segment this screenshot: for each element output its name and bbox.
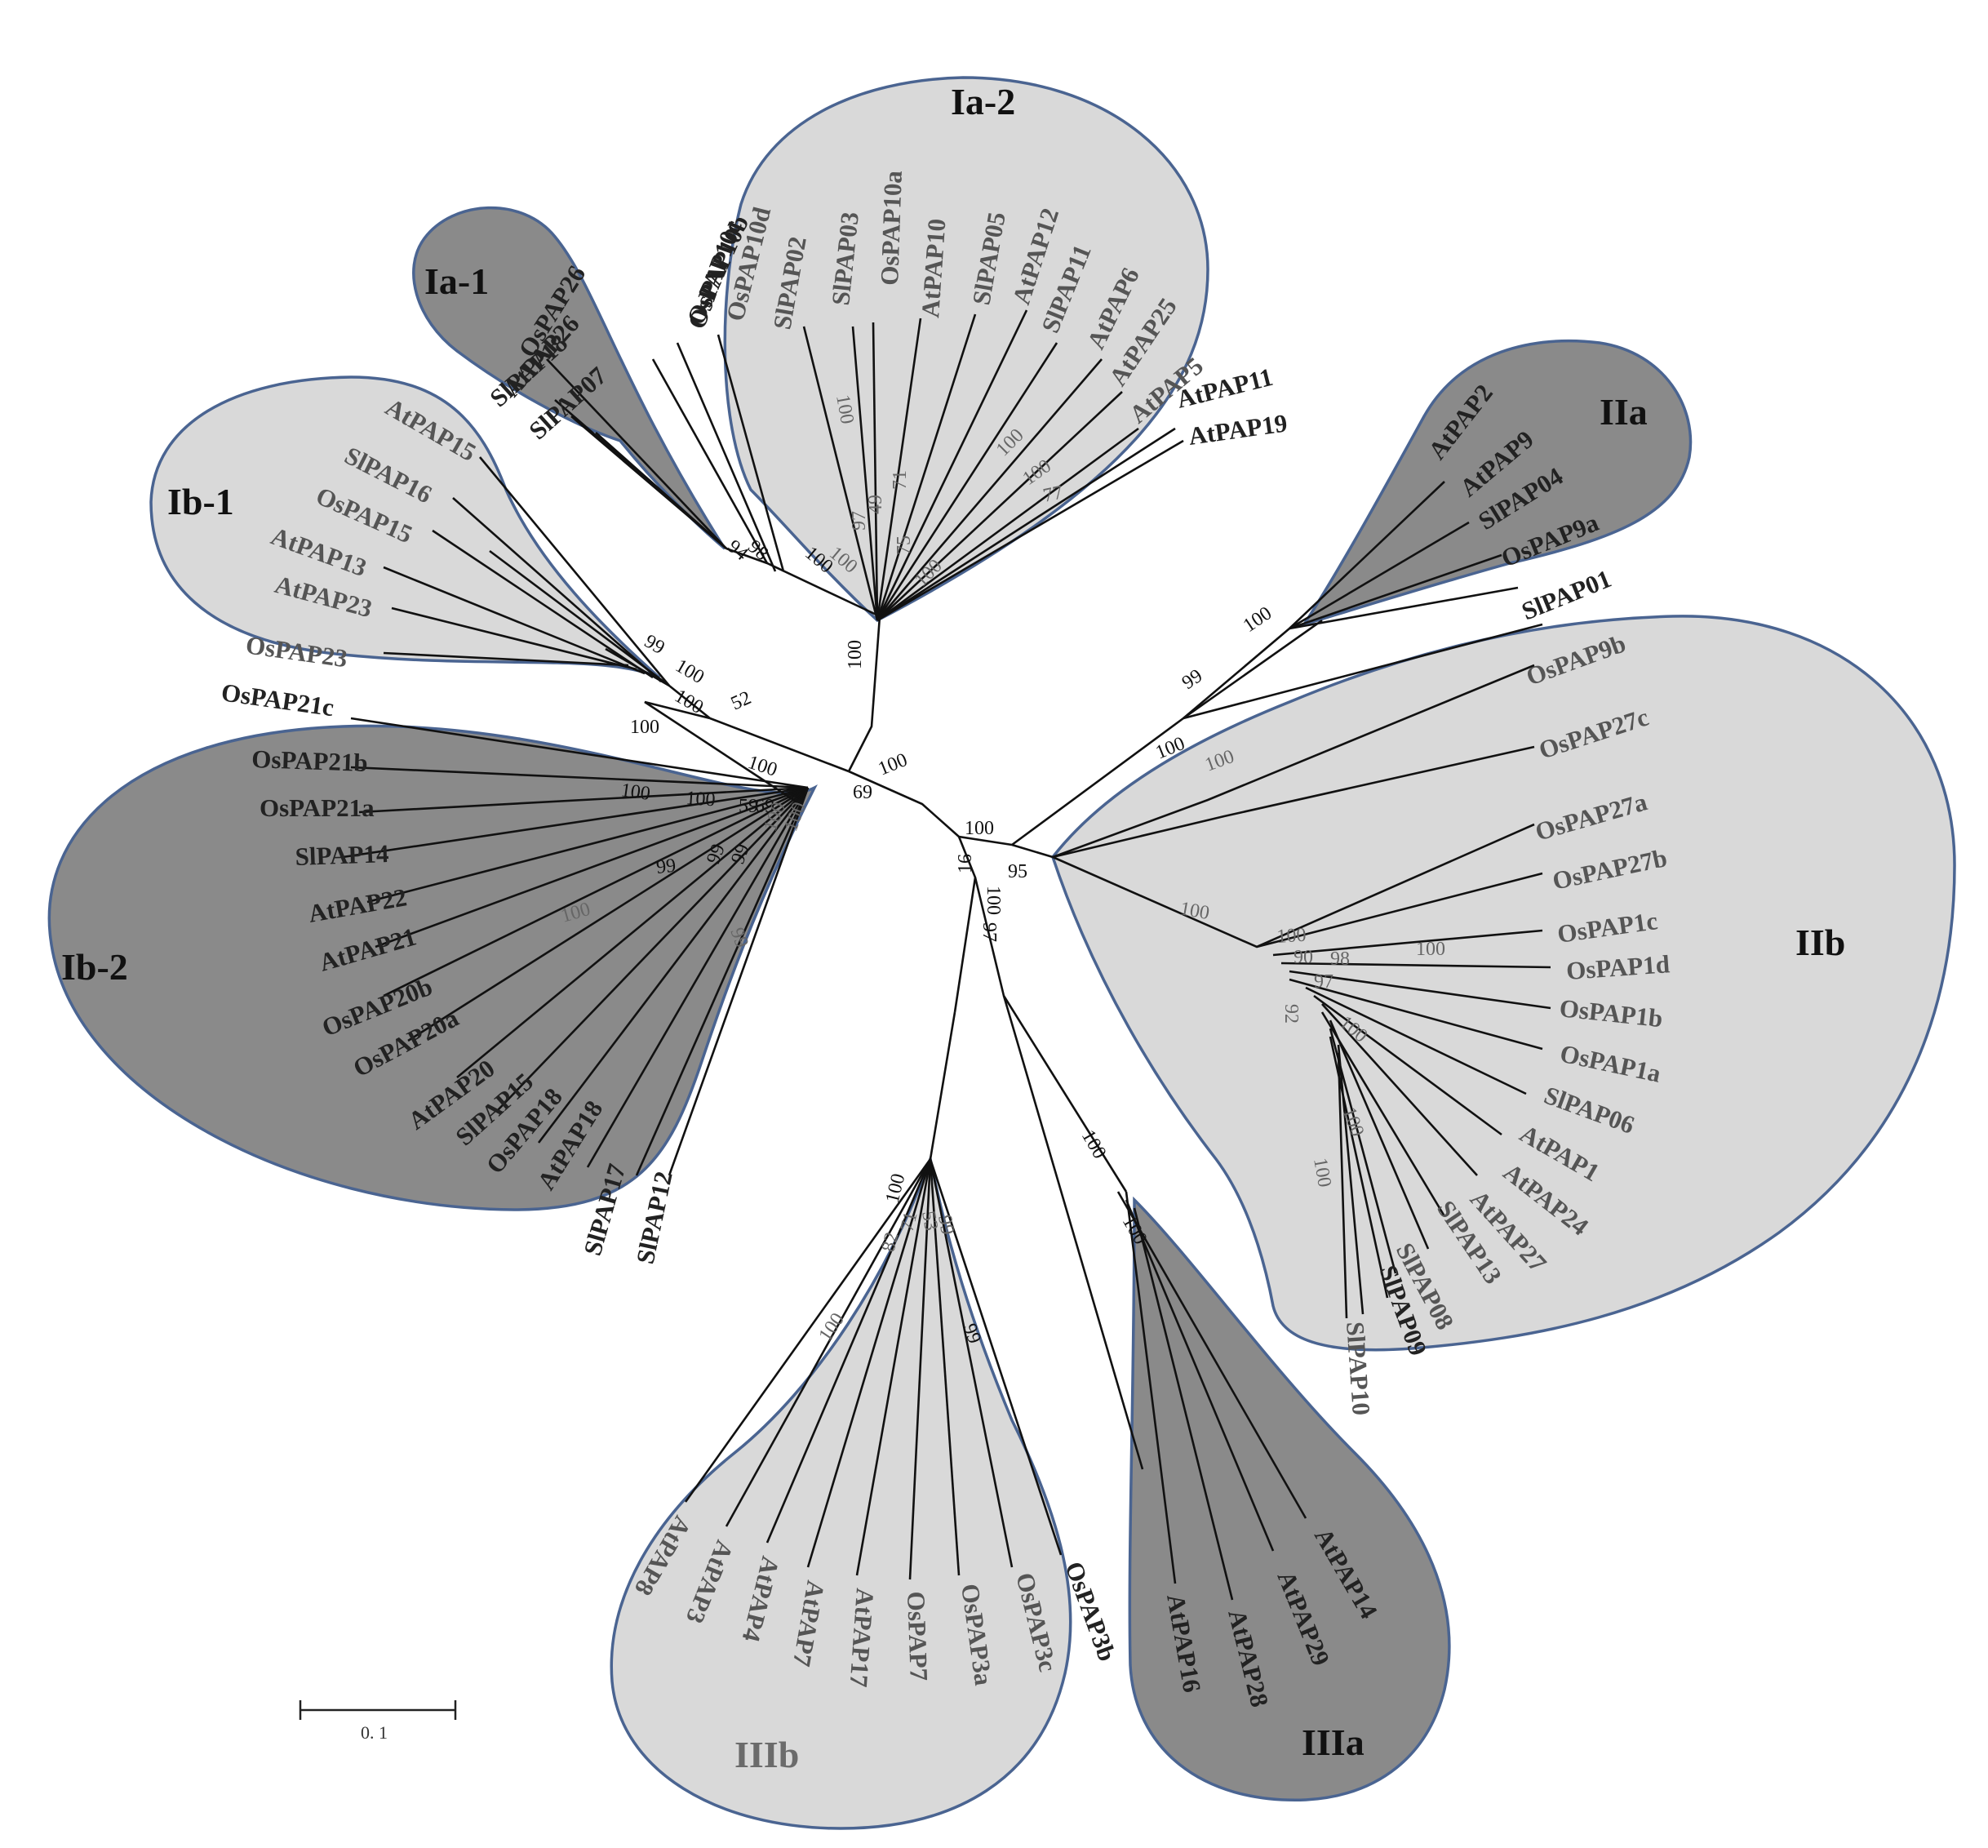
clade-label-ib2: Ib-2 [61,946,128,988]
bootstrap-label: 100 [1309,1157,1335,1189]
bootstrap-label: 100 [619,780,651,805]
clade-ib2-region [47,724,818,1211]
bootstrap-label: 69 [853,782,872,803]
leaf-label: SlPAP01 [1518,564,1616,625]
bootstrap-label: 100 [745,752,779,781]
bootstrap-label: 100 [965,818,994,839]
bootstrap-label: 100 [630,717,659,738]
bootstrap-label: 100 [672,655,708,689]
leaf-label: OsPAP7 [902,1591,934,1681]
bootstrap-label: 95 [1008,861,1027,882]
clade-label-ia1: Ia-1 [424,260,489,302]
bootstrap-label: 75 [894,535,915,555]
bootstrap-label: 77 [1041,482,1065,506]
clade-label-iib: IIb [1795,922,1845,963]
leaf-label: SlPAP14 [295,839,389,871]
bootstrap-label: 100 [845,640,866,669]
bootstrap-label: 99 [1178,665,1206,694]
bootstrap-label: 97 [1314,971,1333,993]
scale-bar: 0. 1 [299,1700,457,1743]
bootstrap-label: 98 [743,536,772,565]
leaf-label: OsPAP21b [251,744,369,777]
bootstrap-label: 100 [686,788,717,811]
bootstrap-label: 100 [1416,939,1445,960]
bootstrap-label: 100 [832,393,858,426]
bootstrap-label: 52 [728,687,755,715]
bootstrap-label: 99 [934,1214,958,1237]
leaf-label: OsPAP10a [875,170,907,286]
clade-label-iia: IIa [1600,391,1648,433]
clade-label-iiia: IIIa [1302,1721,1365,1763]
bootstrap-label: 90 [1294,947,1313,968]
clade-iia-region [1300,339,1693,628]
bootstrap-label: 69 [755,796,774,817]
bootstrap-label: 100 [1178,898,1211,924]
tree-branches [342,309,1551,1601]
scale-bar-label: 0. 1 [361,1722,388,1743]
clade-label-ib1: Ib-1 [167,481,234,522]
bootstrap-label: 49 [865,495,886,514]
bootstrap-label: 97 [849,511,870,531]
bootstrap-label: 71 [890,470,911,490]
bootstrap-label: 99 [655,855,677,878]
bootstrap-label: 100 [983,886,1004,915]
clade-ib1-region [149,375,661,679]
leaf-label: AtPAP19 [1187,408,1289,451]
bootstrap-label: 97 [978,922,1000,942]
clade-label-iiib: IIIb [734,1734,799,1775]
bootstrap-label: 59 [739,796,758,817]
bootstrap-label: 100 [876,749,911,780]
leaf-label: OsPAP21c [220,677,335,722]
leaf-label: AtPAP17 [845,1588,880,1689]
bootstrap-label: 100 [882,1171,910,1205]
bootstrap-label: 16 [955,854,976,873]
leaf-label: SlPAP10 [1341,1321,1376,1416]
leaf-label: OsPAP21a [260,793,375,822]
bootstrap-label: 53 [917,1210,942,1233]
bootstrap-label: 100 [1240,602,1276,637]
clade-iiib-region [610,1153,1072,1830]
bootstrap-label: 100 [1276,925,1307,948]
leaf-label: SlPAP12 [631,1169,678,1267]
leaf-label: AtPAP10 [916,218,951,319]
clade-label-ia2: Ia-2 [951,81,1015,122]
bootstrap-label: 98 [1330,948,1350,970]
bootstrap-label: 92 [1280,1004,1302,1024]
